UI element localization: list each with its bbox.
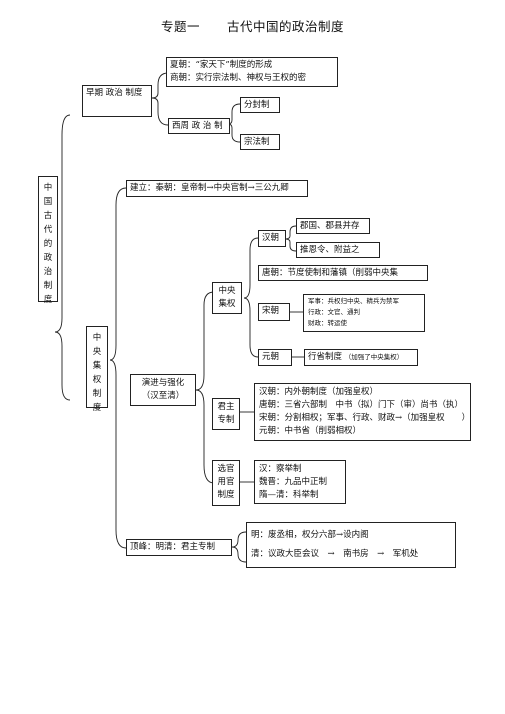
xuanguan-node: 选官用官制度 <box>212 460 240 506</box>
junzhu-tang: 唐朝：三省六部制 中书（拟）门下（审）尚书（执） <box>259 400 464 410</box>
root-label: 中国古代的政治制度 <box>43 183 53 305</box>
zongfa-label: 宗法制 <box>244 137 270 147</box>
evolve-line2: （汉至清） <box>141 391 185 401</box>
xizhou-node: 西周 政 治 制 <box>168 118 230 134</box>
xizhou-label: 西周 政 治 制 <box>172 121 223 131</box>
yuan-detail-node: 行省制度 （加强了中央集权） <box>304 349 418 366</box>
yuan-label: 元朝 <box>262 352 280 362</box>
title-subject: 古代中国的政治制度 <box>226 19 344 34</box>
fenfeng-label: 分封制 <box>244 100 270 110</box>
brace-han <box>284 225 297 252</box>
xuanguan-suiqing: 隋—清：科举制 <box>259 490 319 500</box>
han-label: 汉朝 <box>262 233 280 243</box>
song-military: 军事：兵权归中央、精兵为禁军 <box>308 297 399 305</box>
yuan-node: 元朝 <box>258 349 292 366</box>
yuan-effect: （加强了中央集权） <box>344 353 404 361</box>
central-label: 中央集权制度 <box>92 333 102 413</box>
peak-ming: 明：废丞相，权分六部→设内阁 <box>251 530 369 540</box>
song-label: 宋朝 <box>262 306 280 316</box>
xuanguan-label: 选官用官制度 <box>217 464 235 500</box>
peak-text: 顶峰：明清：君主专制 <box>130 542 216 552</box>
xuanguan-weijin: 魏晋：九品中正制 <box>259 477 328 487</box>
junzhu-han: 汉朝：内外朝制度（加强皇权） <box>259 387 379 397</box>
central-node: 中央集权制度 <box>86 326 108 413</box>
zongfa-node: 宗法制 <box>240 134 280 150</box>
han-b-node: 推恩令、附益之 <box>296 242 380 258</box>
xia-shang-node: 夏朝：“家天下”制度的形成 商朝：实行宗法制、神权与王权的密 <box>166 57 338 87</box>
brace-zhongyang <box>243 237 259 358</box>
peak-detail-node: 明：废丞相，权分六部→设内阁 清：议政大臣会议 → 南书房 → 军机处 <box>246 522 456 568</box>
early-node: 早期 政治 制度 <box>82 85 152 117</box>
peak-node: 顶峰：明清：君主专制 <box>126 539 232 556</box>
han-a-text: 郡国、郡县并存 <box>300 221 360 231</box>
shang-text: 商朝：实行宗法制、神权与王权的密 <box>170 73 307 83</box>
peak-qing: 清：议政大臣会议 → 南书房 → 军机处 <box>251 549 419 559</box>
zhongyang-label: 中央集权 <box>218 286 236 309</box>
song-finance: 财政：转运使 <box>308 319 347 327</box>
fenfeng-node: 分封制 <box>240 97 280 113</box>
xuanguan-detail-node: 汉：察举制 魏晋：九品中正制 隋—清：科举制 <box>254 460 346 504</box>
yuan-system: 行省制度 <box>308 352 343 362</box>
junzhu-yuan: 元朝：中书省（削弱相权） <box>259 426 362 436</box>
xuanguan-han: 汉：察举制 <box>259 464 302 474</box>
brace-early <box>151 72 169 126</box>
song-admin: 行政：文官、通判 <box>308 308 360 316</box>
junzhu-song: 宋朝：分割相权；军事、行政、财政→（加强皇权 ） <box>259 413 471 423</box>
junzhu-detail-node: 汉朝：内外朝制度（加强皇权） 唐朝：三省六部制 中书（拟）门下（审）尚书（执） … <box>254 383 471 441</box>
junzhu-node: 君主专制 <box>212 398 240 430</box>
zhongyang-node: 中央集权 <box>212 282 242 314</box>
song-detail-node: 军事：兵权归中央、精兵为禁军 行政：文官、通判 财政：转运使 <box>303 294 425 332</box>
han-node: 汉朝 <box>258 230 286 247</box>
root-node: 中国古代的政治制度 <box>38 176 58 305</box>
brace-root <box>54 114 71 401</box>
page-title: 专题一 古代中国的政治制度 <box>0 16 505 35</box>
evolve-node: 演进与强化 （汉至清） <box>130 374 196 406</box>
han-a-node: 郡国、郡县并存 <box>296 218 370 234</box>
junzhu-label: 君主专制 <box>217 402 235 425</box>
tang-text: 唐朝：节度使制和藩镇（削弱中央集 <box>262 268 399 278</box>
title-topic: 专题一 <box>161 19 201 34</box>
song-node: 宋朝 <box>258 303 290 321</box>
qin-text: 建立：秦朝：皇帝制→中央官制→三公九卿 <box>130 183 289 193</box>
qin-node: 建立：秦朝：皇帝制→中央官制→三公九卿 <box>126 180 308 197</box>
brace-central <box>109 187 127 549</box>
brace-evolve <box>195 291 215 484</box>
tang-node: 唐朝：节度使制和藩镇（削弱中央集 <box>258 265 428 281</box>
brace-peak <box>231 531 247 563</box>
evolve-line1: 演进与强化 <box>141 378 185 388</box>
early-label: 早期 政治 制度 <box>86 88 143 98</box>
xia-text: 夏朝：“家天下”制度的形成 <box>170 60 273 70</box>
han-b-text: 推恩令、附益之 <box>300 245 360 255</box>
